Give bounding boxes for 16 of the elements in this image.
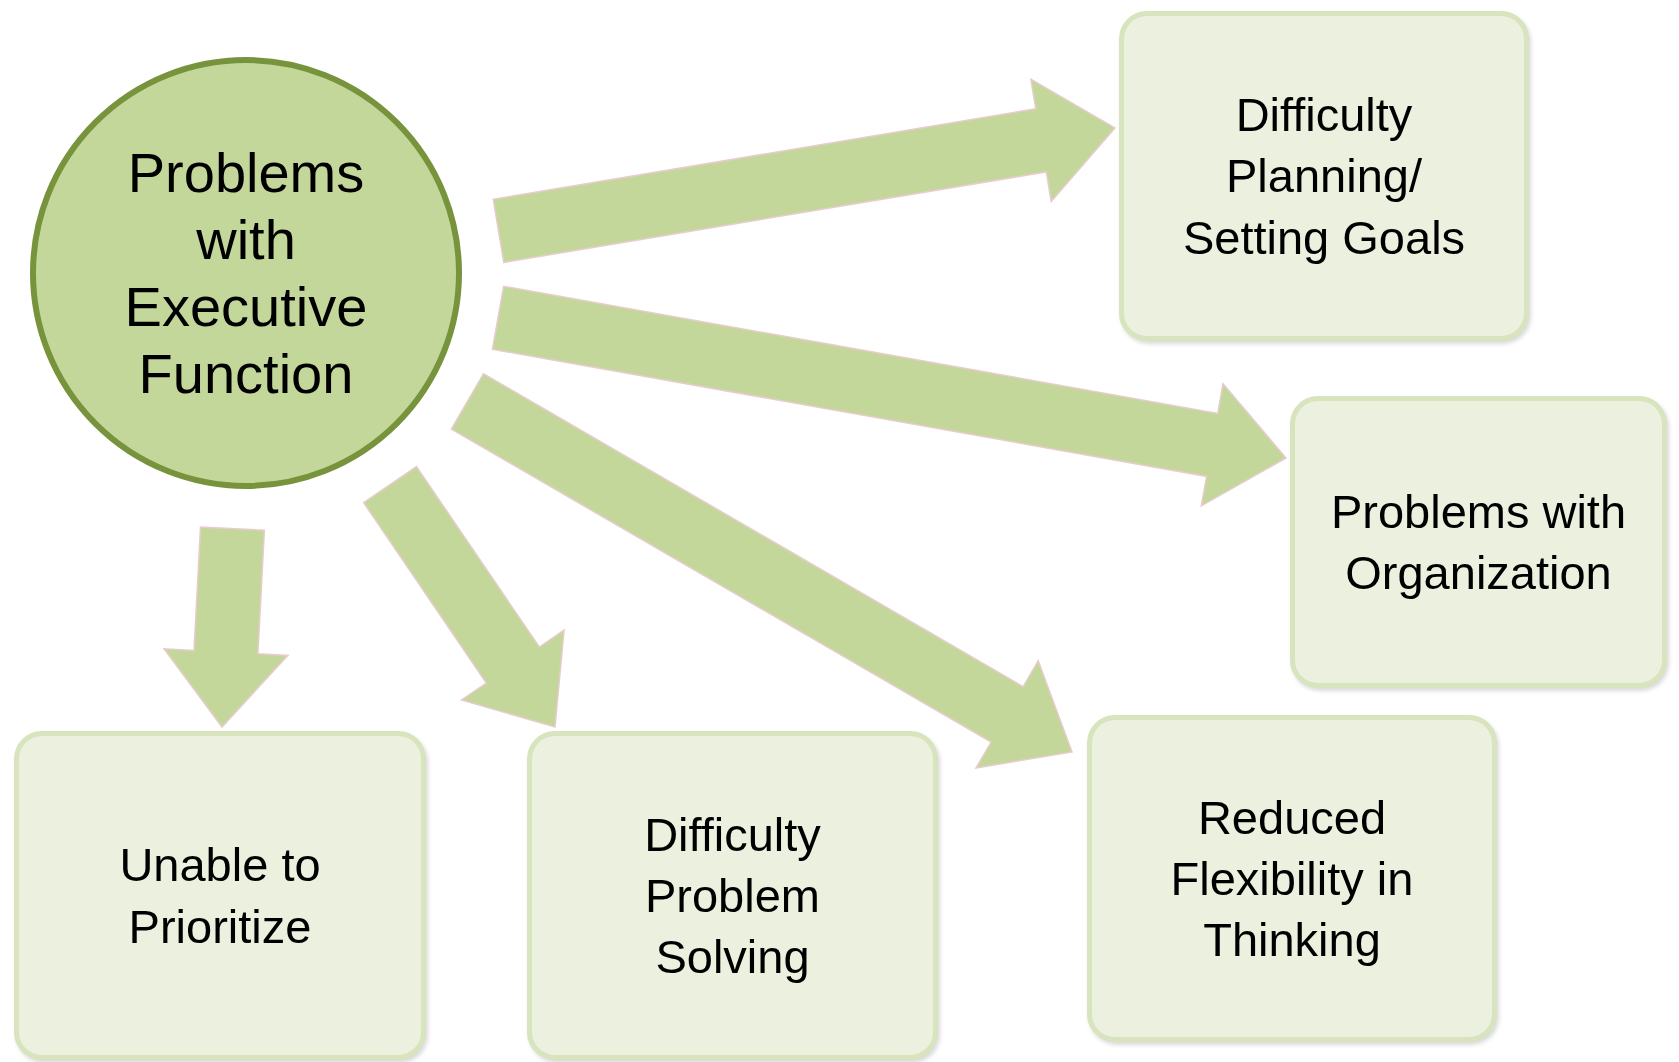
node-text: Problems with Executive Function: [123, 139, 369, 408]
node-text: Difficulty Problem Solving: [643, 806, 822, 986]
block-arrow: [362, 465, 565, 728]
rounded-box: [1119, 11, 1529, 341]
node-text: Reduced Flexibility in Thinking: [1169, 789, 1415, 969]
rounded-box: [1087, 715, 1497, 1042]
block-arrow: [492, 77, 1117, 264]
node-text: Difficulty Planning/ Setting Goals: [1181, 87, 1467, 266]
rounded-box: [1290, 396, 1667, 688]
block-arrow: [162, 526, 290, 729]
block-arrow: [450, 372, 1073, 769]
rounded-box: [527, 731, 938, 1060]
node-text: Problems with Organization: [1329, 483, 1628, 601]
block-arrow: [491, 285, 1288, 508]
rounded-box: [14, 731, 426, 1060]
node-text: Unable to Prioritize: [118, 837, 322, 955]
